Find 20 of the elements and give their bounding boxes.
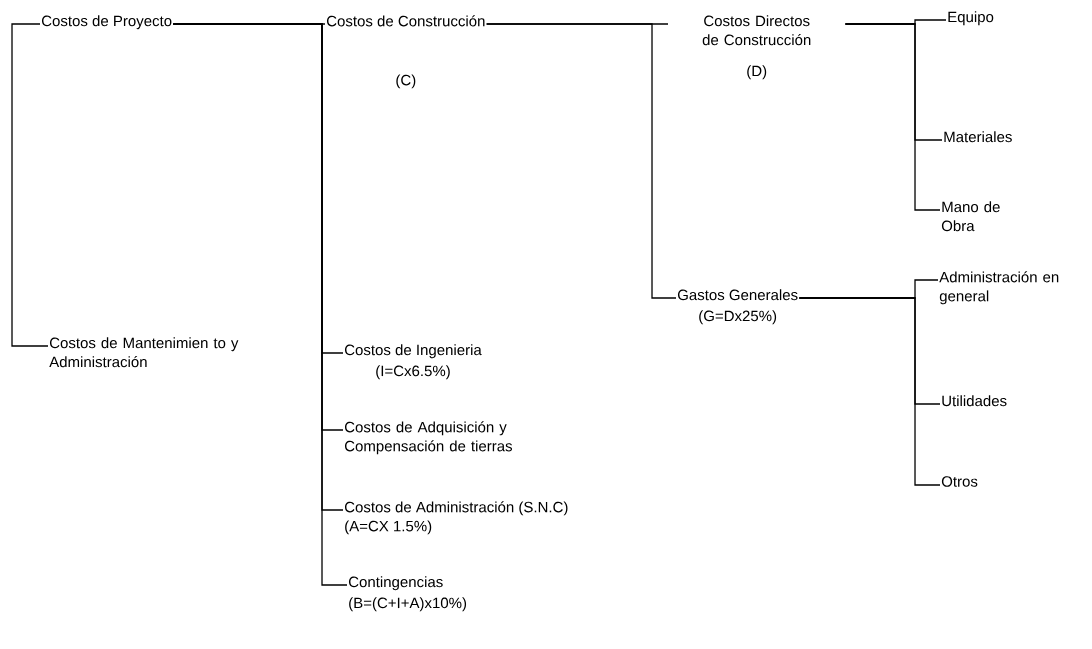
node-text: Costos de Mantenimien to y Administración: [49, 337, 239, 368]
bracket-line: [486, 23, 677, 299]
node-text: Costos de Construcción (C): [326, 15, 485, 89]
node-text: Contingencias (B=(C+I+A)x10%): [348, 576, 467, 612]
node-text: Materiales: [944, 131, 1012, 143]
node-text: Otros: [941, 476, 978, 487]
node-text: Costos de Administración (S.N.C) (A=CX 1.5%): [344, 501, 568, 535]
node-text: Gastos Generales (G=Dx25%): [677, 289, 798, 325]
node-text: Equipo: [948, 11, 994, 26]
bracket-line: [798, 297, 941, 486]
node-text: Costos Directos de Construcción (D): [702, 15, 811, 80]
node-text: Utilidades: [942, 395, 1007, 407]
node-text: Mano de Obra: [941, 201, 1000, 232]
node-text: Costos de Ingenieria (I=Cx6.5%): [344, 344, 482, 380]
node-text: Administración en general: [939, 271, 1059, 305]
node-text: Costos de Proyecto: [41, 15, 172, 30]
bracket-line: [172, 23, 348, 586]
bracket-line: [844, 23, 941, 211]
node-text: Costos de Adquisición y Compensación de tierras: [344, 421, 513, 455]
bracket-line: [11, 23, 49, 347]
